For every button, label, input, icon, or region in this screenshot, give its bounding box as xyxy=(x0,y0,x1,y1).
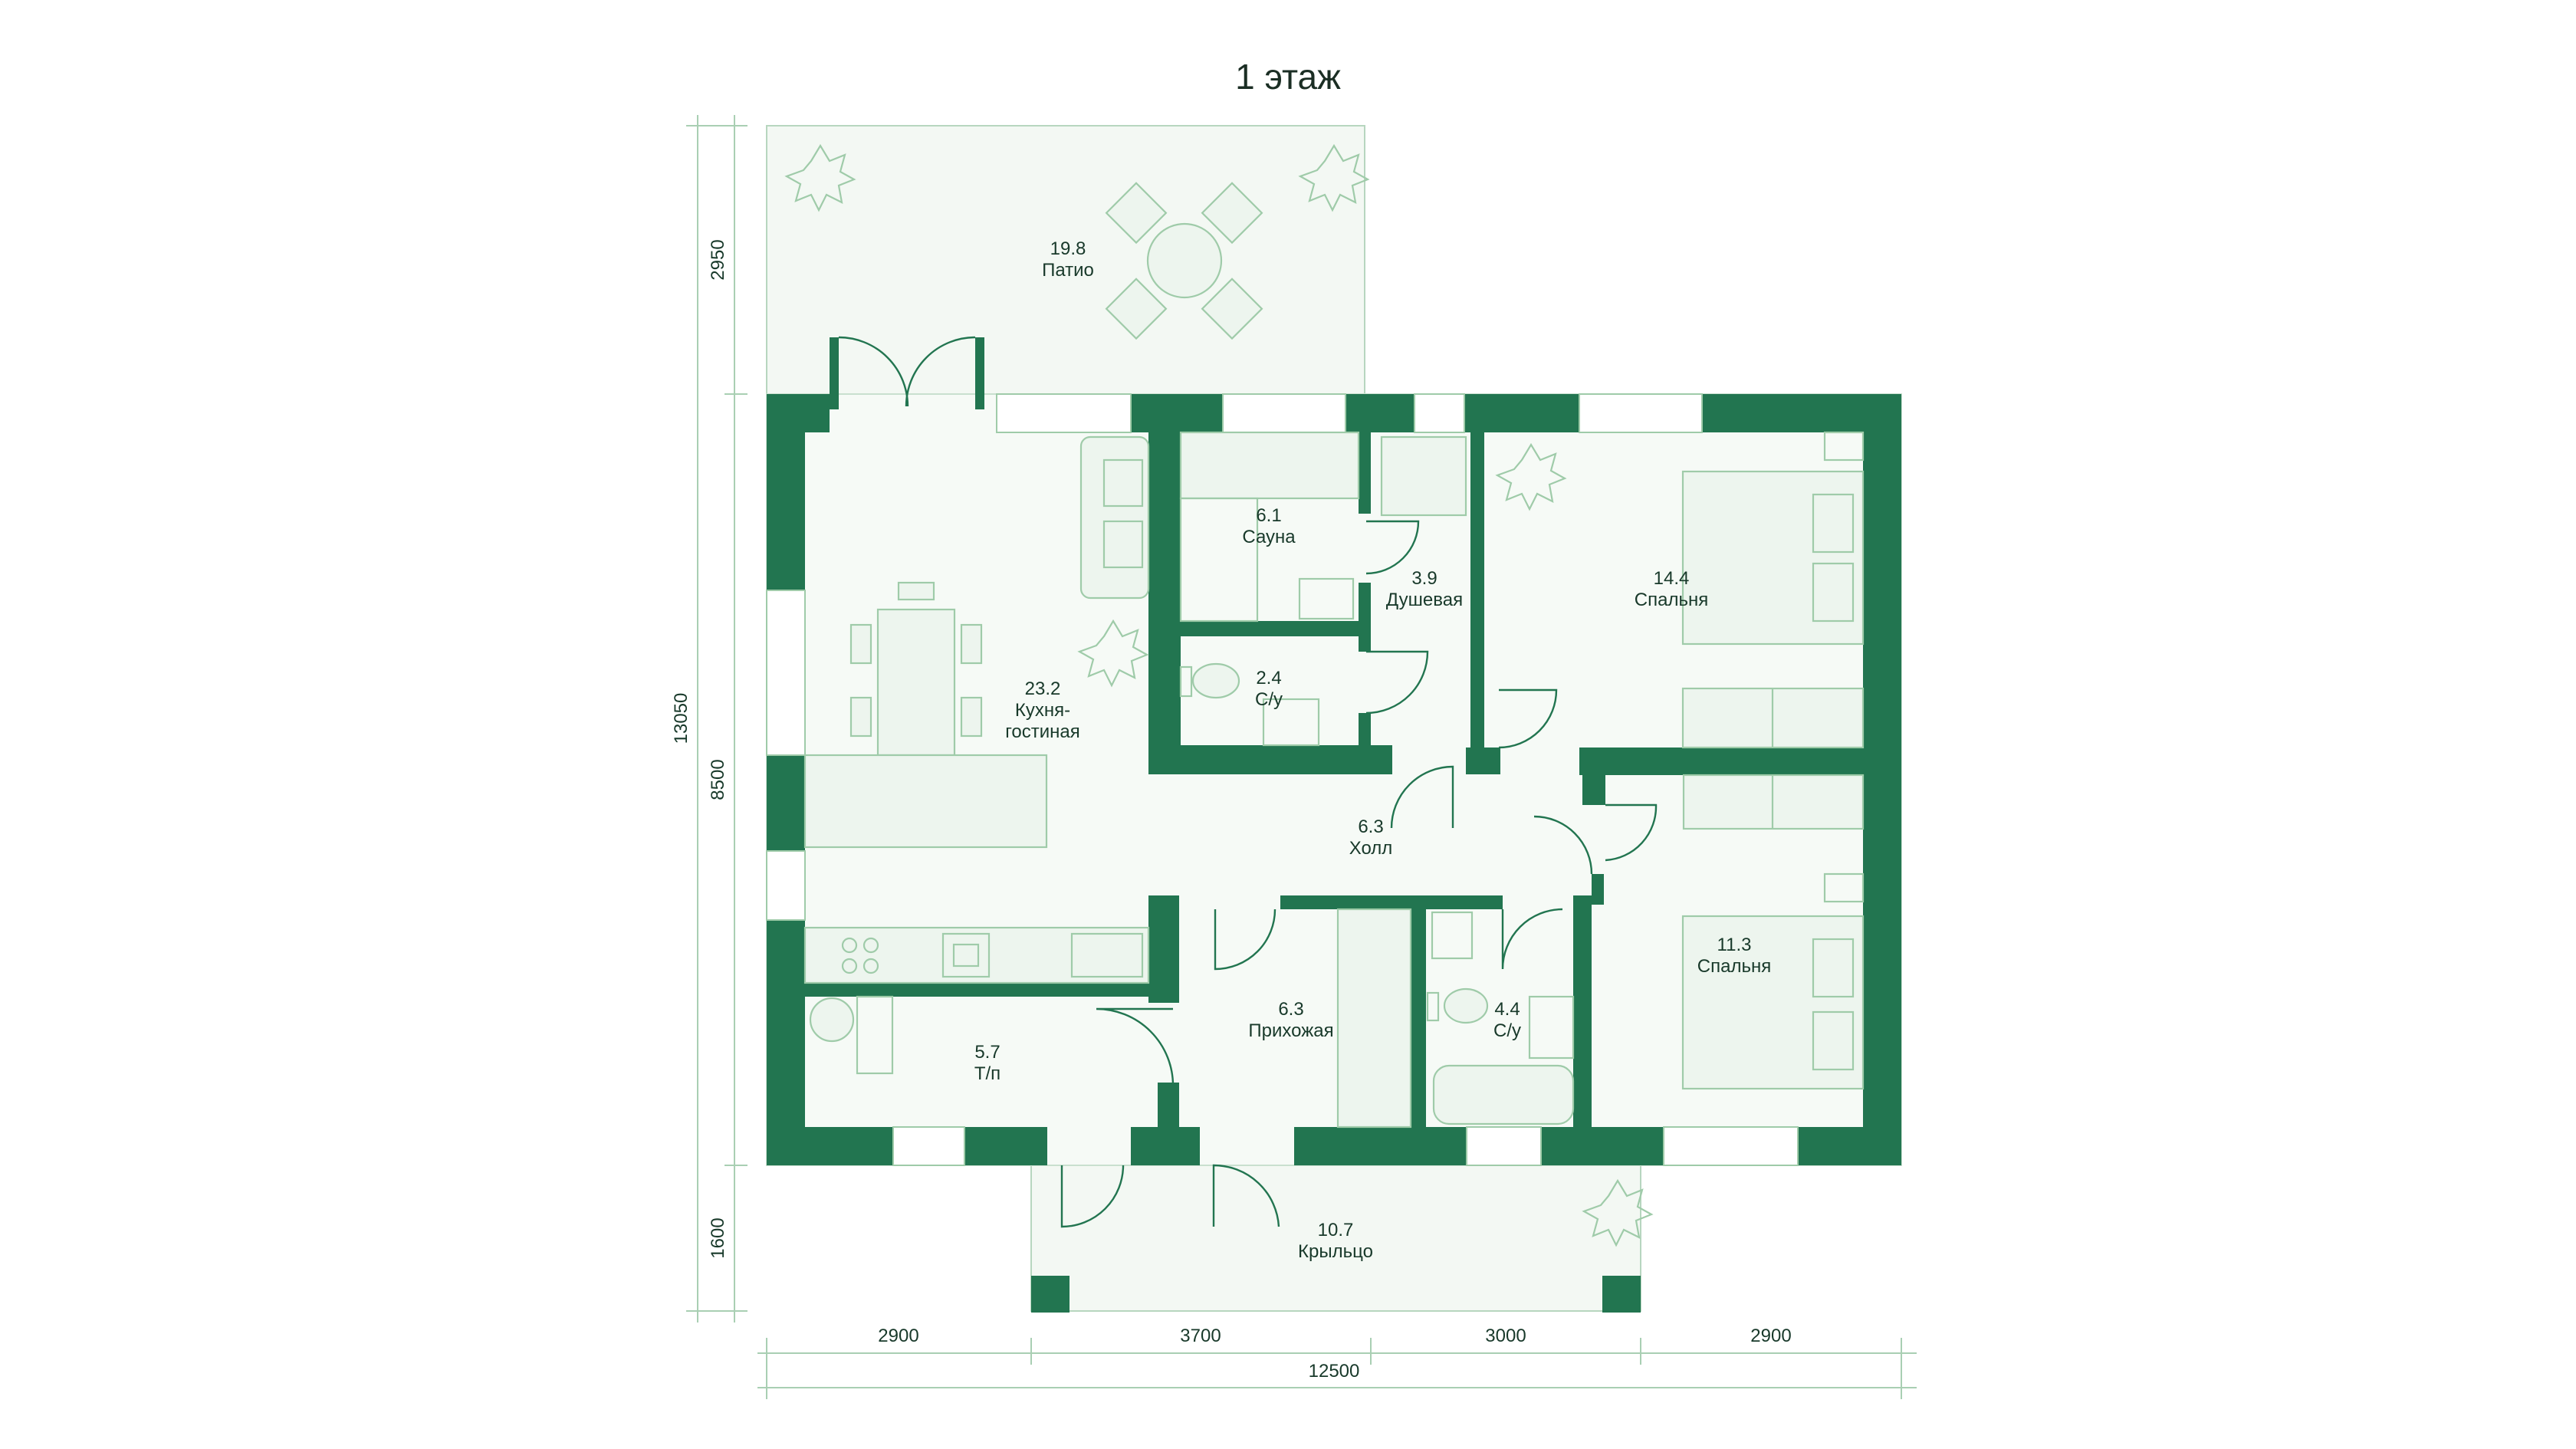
room-label-bedroom-2: 11.3 Спальня xyxy=(1697,935,1771,977)
plant-icon xyxy=(1298,143,1370,212)
svg-text:гостиная: гостиная xyxy=(1005,721,1080,742)
sauna-bench xyxy=(1179,431,1360,623)
dimension-lines-horizontal: 2900 3700 3000 2900 12500 xyxy=(757,1326,1917,1399)
svg-text:6.3: 6.3 xyxy=(1358,816,1383,837)
room-label-wc-2: 4.4 С/у xyxy=(1493,999,1521,1041)
svg-text:6.3: 6.3 xyxy=(1278,999,1303,1020)
floor-title: 1 этаж xyxy=(1235,57,1341,97)
bathtub-icon xyxy=(1432,1064,1575,1125)
wardrobe xyxy=(1682,774,1865,830)
room-label-porch: 10.7 Крыльцо xyxy=(1298,1220,1373,1262)
kitchen-counter xyxy=(803,926,1150,984)
dim-width-2: 3700 xyxy=(1180,1326,1221,1346)
svg-text:11.3: 11.3 xyxy=(1717,935,1752,955)
utility-equipment xyxy=(809,995,894,1075)
kitchen-island xyxy=(803,754,1048,849)
svg-text:6.1: 6.1 xyxy=(1256,505,1281,526)
svg-text:Кухня-: Кухня- xyxy=(1015,700,1070,721)
svg-text:3.9: 3.9 xyxy=(1411,568,1437,589)
dim-width-4: 2900 xyxy=(1750,1326,1791,1346)
plant-icon xyxy=(1495,442,1567,511)
svg-text:Патио: Патио xyxy=(1042,260,1094,281)
svg-text:Холл: Холл xyxy=(1349,838,1393,859)
svg-text:14.4: 14.4 xyxy=(1654,568,1690,589)
plant-icon xyxy=(1077,619,1149,688)
dimension-lines-vertical: 2950 8500 1600 13050 xyxy=(671,115,748,1322)
porch-area xyxy=(1030,1165,1641,1312)
svg-text:Спальня: Спальня xyxy=(1635,590,1708,610)
patio-area xyxy=(766,125,1365,395)
outer-walls xyxy=(767,394,1901,1313)
room-label-hall: 6.3 Холл xyxy=(1349,816,1393,859)
room-label-bedroom-1: 14.4 Спальня xyxy=(1635,568,1708,610)
sink-icon xyxy=(941,932,991,978)
sink-icon xyxy=(1262,698,1320,747)
windows xyxy=(766,393,1799,1166)
room-label-shower: 3.9 Душевая xyxy=(1386,568,1463,610)
svg-text:Душевая: Душевая xyxy=(1386,590,1463,610)
svg-text:10.7: 10.7 xyxy=(1318,1220,1354,1240)
room-label-kitchen: 23.2 Кухня- гостиная xyxy=(1005,678,1080,742)
dim-height-porch: 1600 xyxy=(708,1217,728,1258)
shower-tray xyxy=(1380,435,1467,517)
room-label-sauna: 6.1 Сауна xyxy=(1242,505,1296,547)
svg-text:Крыльцо: Крыльцо xyxy=(1298,1241,1373,1262)
svg-text:С/у: С/у xyxy=(1255,689,1283,710)
room-label-utility: 5.7 Т/п xyxy=(974,1042,1001,1084)
bed-icon xyxy=(1681,872,1865,1090)
svg-text:2.4: 2.4 xyxy=(1256,668,1281,688)
dining-set-icon xyxy=(1105,182,1263,340)
wc2-washer xyxy=(1528,995,1575,1060)
room-label-wc-1: 2.4 С/у xyxy=(1255,668,1283,710)
stove-icon xyxy=(1070,932,1144,978)
svg-text:Т/п: Т/п xyxy=(974,1063,1001,1084)
plant-icon xyxy=(784,143,856,212)
doors xyxy=(830,336,1658,1228)
svg-text:Спальня: Спальня xyxy=(1697,956,1771,977)
interior-walls xyxy=(805,432,1863,1165)
toilet-icon xyxy=(1179,662,1240,699)
room-label-patio: 19.8 Патио xyxy=(1042,238,1094,281)
dim-height-patio: 2950 xyxy=(708,239,728,280)
sofa-icon xyxy=(1079,435,1150,600)
dim-total-height: 13050 xyxy=(671,693,692,744)
svg-text:Сауна: Сауна xyxy=(1242,527,1296,547)
plant-icon xyxy=(1582,1178,1654,1247)
svg-text:Прихожая: Прихожая xyxy=(1248,1020,1333,1041)
dim-height-house: 8500 xyxy=(708,759,728,800)
dim-total-width: 12500 xyxy=(1309,1361,1360,1382)
svg-text:5.7: 5.7 xyxy=(974,1042,1000,1063)
bed-icon xyxy=(1681,431,1865,646)
svg-text:19.8: 19.8 xyxy=(1050,238,1086,259)
wc2-sink xyxy=(1431,911,1474,960)
entry-wardrobe xyxy=(1336,908,1412,1129)
svg-text:23.2: 23.2 xyxy=(1025,678,1061,699)
room-label-entry: 6.3 Прихожая xyxy=(1248,999,1333,1041)
toilet-icon xyxy=(1426,987,1489,1024)
dining-table xyxy=(849,581,983,757)
dim-width-3: 3000 xyxy=(1485,1326,1526,1346)
svg-text:4.4: 4.4 xyxy=(1494,999,1520,1020)
svg-text:С/у: С/у xyxy=(1493,1020,1521,1041)
dim-width-1: 2900 xyxy=(878,1326,918,1346)
wardrobe xyxy=(1681,687,1865,749)
